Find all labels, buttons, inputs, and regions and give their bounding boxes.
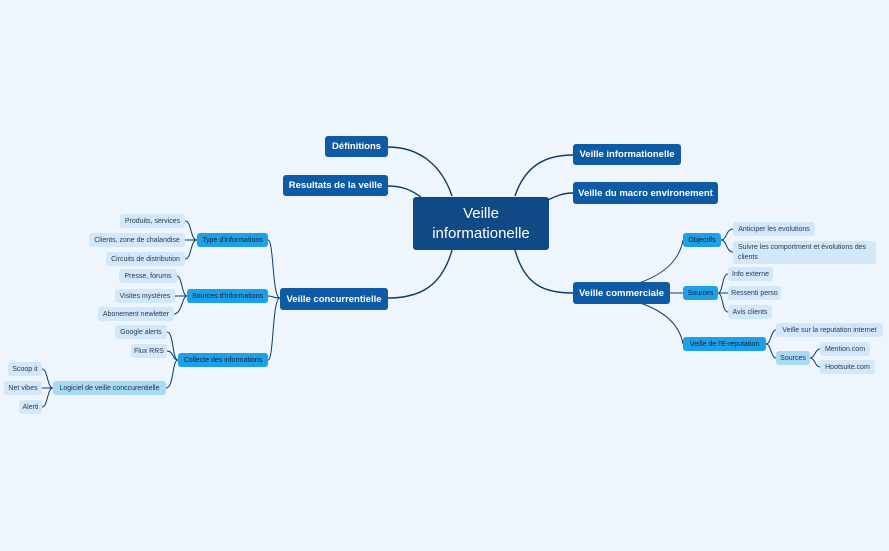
- topic-definitions[interactable]: Définitions: [325, 136, 388, 157]
- leaf-presse-forums[interactable]: Presse, forums: [119, 269, 177, 283]
- leaf-circuits-distribution[interactable]: Circuits de distribution: [106, 252, 185, 266]
- leaf-ressenti-perso-label: Ressenti perso: [731, 289, 778, 297]
- leaf-abonement-newletter[interactable]: Abonement newletter: [98, 307, 174, 321]
- central-topic-label: Veille informationelle: [432, 204, 530, 242]
- subtopic-sources-informations-label: Sources d'informations: [192, 292, 263, 300]
- leaf-avis-clients[interactable]: Avis clients: [728, 305, 772, 319]
- link-informationelle: [514, 154, 574, 197]
- leaf-info-externe[interactable]: Info externe: [728, 267, 773, 281]
- topic-veille-commerciale[interactable]: Veille commerciale: [573, 282, 670, 304]
- subtopic-type-informations-label: Type d'informations: [202, 236, 263, 244]
- link-resultats: [387, 185, 423, 199]
- subtopic-objectifs[interactable]: Objectifs: [683, 233, 721, 247]
- leaf-hootsuite-com-label: Hootsuite.com: [825, 363, 870, 371]
- subtopic-logiciel-veille-label: Logiciel de veille conccurentielle: [59, 384, 160, 392]
- leaf-alerti-label: Alerti: [22, 403, 39, 411]
- leaf-clients-zone-label: Clients, zone de chalandise: [94, 236, 180, 244]
- leaf-flux-rrs[interactable]: Flux RRS: [131, 344, 167, 358]
- topic-veille-concurrentielle-label: Veille concurrentielle: [286, 293, 382, 305]
- leaf-info-externe-label: Info externe: [732, 270, 769, 278]
- leaf-suivre-comportement[interactable]: Suivre les comportment et évolutions des…: [733, 241, 876, 264]
- subtopic-sources[interactable]: Sources: [683, 286, 718, 300]
- topic-resultats[interactable]: Resultats de la veille: [283, 175, 388, 196]
- leaf-produits-services[interactable]: Produits, services: [120, 214, 185, 228]
- subtopic-ereputation-sources-label: Sources: [780, 354, 806, 362]
- topic-veille-concurrentielle[interactable]: Veille concurrentielle: [280, 288, 388, 310]
- leaf-anticiper-evolutions-label: Anticiper les evolutions: [738, 225, 810, 233]
- leaf-alerti[interactable]: Alerti: [19, 400, 42, 414]
- leaf-visites-mysteres[interactable]: Visites mystères: [115, 289, 175, 303]
- leaf-reputation-internet-label: Veille sur la reputation internet: [782, 326, 877, 334]
- topic-veille-macro-label: Veille du macro environement: [578, 187, 713, 199]
- link-commerciale: [514, 249, 574, 294]
- subtopic-collecte-informations[interactable]: Collecte des informations: [178, 353, 268, 367]
- leaf-abonement-newletter-label: Abonement newletter: [102, 310, 170, 318]
- leaf-scoop-it-label: Scoop it: [12, 365, 38, 373]
- leaf-visites-mysteres-label: Visites mystères: [119, 292, 171, 300]
- leaf-flux-rrs-label: Flux RRS: [134, 347, 164, 355]
- leaf-produits-services-label: Produits, services: [124, 217, 181, 225]
- leaf-hootsuite-com[interactable]: Hootsuite.com: [820, 360, 875, 374]
- leaf-net-vibes-label: Net vibes: [8, 384, 38, 392]
- topic-resultats-label: Resultats de la veille: [288, 180, 383, 191]
- subtopic-sources-informations[interactable]: Sources d'informations: [187, 289, 268, 303]
- leaf-avis-clients-label: Avis clients: [732, 308, 768, 316]
- link-definitions: [387, 146, 453, 197]
- subtopic-sources-label: Sources: [687, 289, 714, 297]
- subtopic-ereputation-sources[interactable]: Sources: [776, 351, 810, 365]
- leaf-ressenti-perso[interactable]: Ressenti perso: [728, 286, 781, 300]
- topic-definitions-label: Définitions: [331, 141, 382, 152]
- leaf-mention-com[interactable]: Mention.com: [820, 342, 870, 356]
- leaf-anticiper-evolutions[interactable]: Anticiper les evolutions: [733, 222, 815, 236]
- leaf-scoop-it[interactable]: Scoop it: [8, 362, 42, 376]
- topic-veille-commerciale-label: Veille commerciale: [578, 287, 665, 299]
- leaf-google-alerts[interactable]: Google alerts: [115, 325, 167, 339]
- leaf-net-vibes[interactable]: Net vibes: [4, 381, 42, 395]
- leaf-clients-zone[interactable]: Clients, zone de chalandise: [89, 233, 185, 247]
- topic-veille-macro[interactable]: Veille du macro environement: [573, 182, 718, 204]
- leaf-reputation-internet[interactable]: Veille sur la reputation internet: [776, 323, 883, 337]
- leaf-presse-forums-label: Presse, forums: [124, 272, 172, 280]
- central-topic[interactable]: Veille informationelle: [413, 197, 549, 250]
- subtopic-logiciel-veille[interactable]: Logiciel de veille conccurentielle: [53, 381, 166, 395]
- leaf-suivre-comportement-label: Suivre les comportment et évolutions des…: [738, 243, 867, 261]
- subtopic-e-reputation[interactable]: Veille de l'E-reputation: [683, 337, 766, 351]
- link-macro: [547, 192, 574, 201]
- subtopic-e-reputation-label: Veille de l'E-reputation: [689, 340, 760, 348]
- subtopic-type-informations[interactable]: Type d'informations: [197, 233, 268, 247]
- leaf-mention-com-label: Mention.com: [824, 345, 866, 353]
- subtopic-objectifs-label: Objectifs: [688, 236, 716, 244]
- leaf-circuits-distribution-label: Circuits de distribution: [111, 255, 180, 263]
- topic-veille-informationelle[interactable]: Veille informationelle: [573, 144, 681, 165]
- link-concurrentielle: [387, 249, 453, 299]
- topic-veille-informationelle-label: Veille informationelle: [579, 149, 675, 160]
- leaf-google-alerts-label: Google alerts: [120, 328, 162, 336]
- subtopic-collecte-informations-label: Collecte des informations: [183, 356, 263, 364]
